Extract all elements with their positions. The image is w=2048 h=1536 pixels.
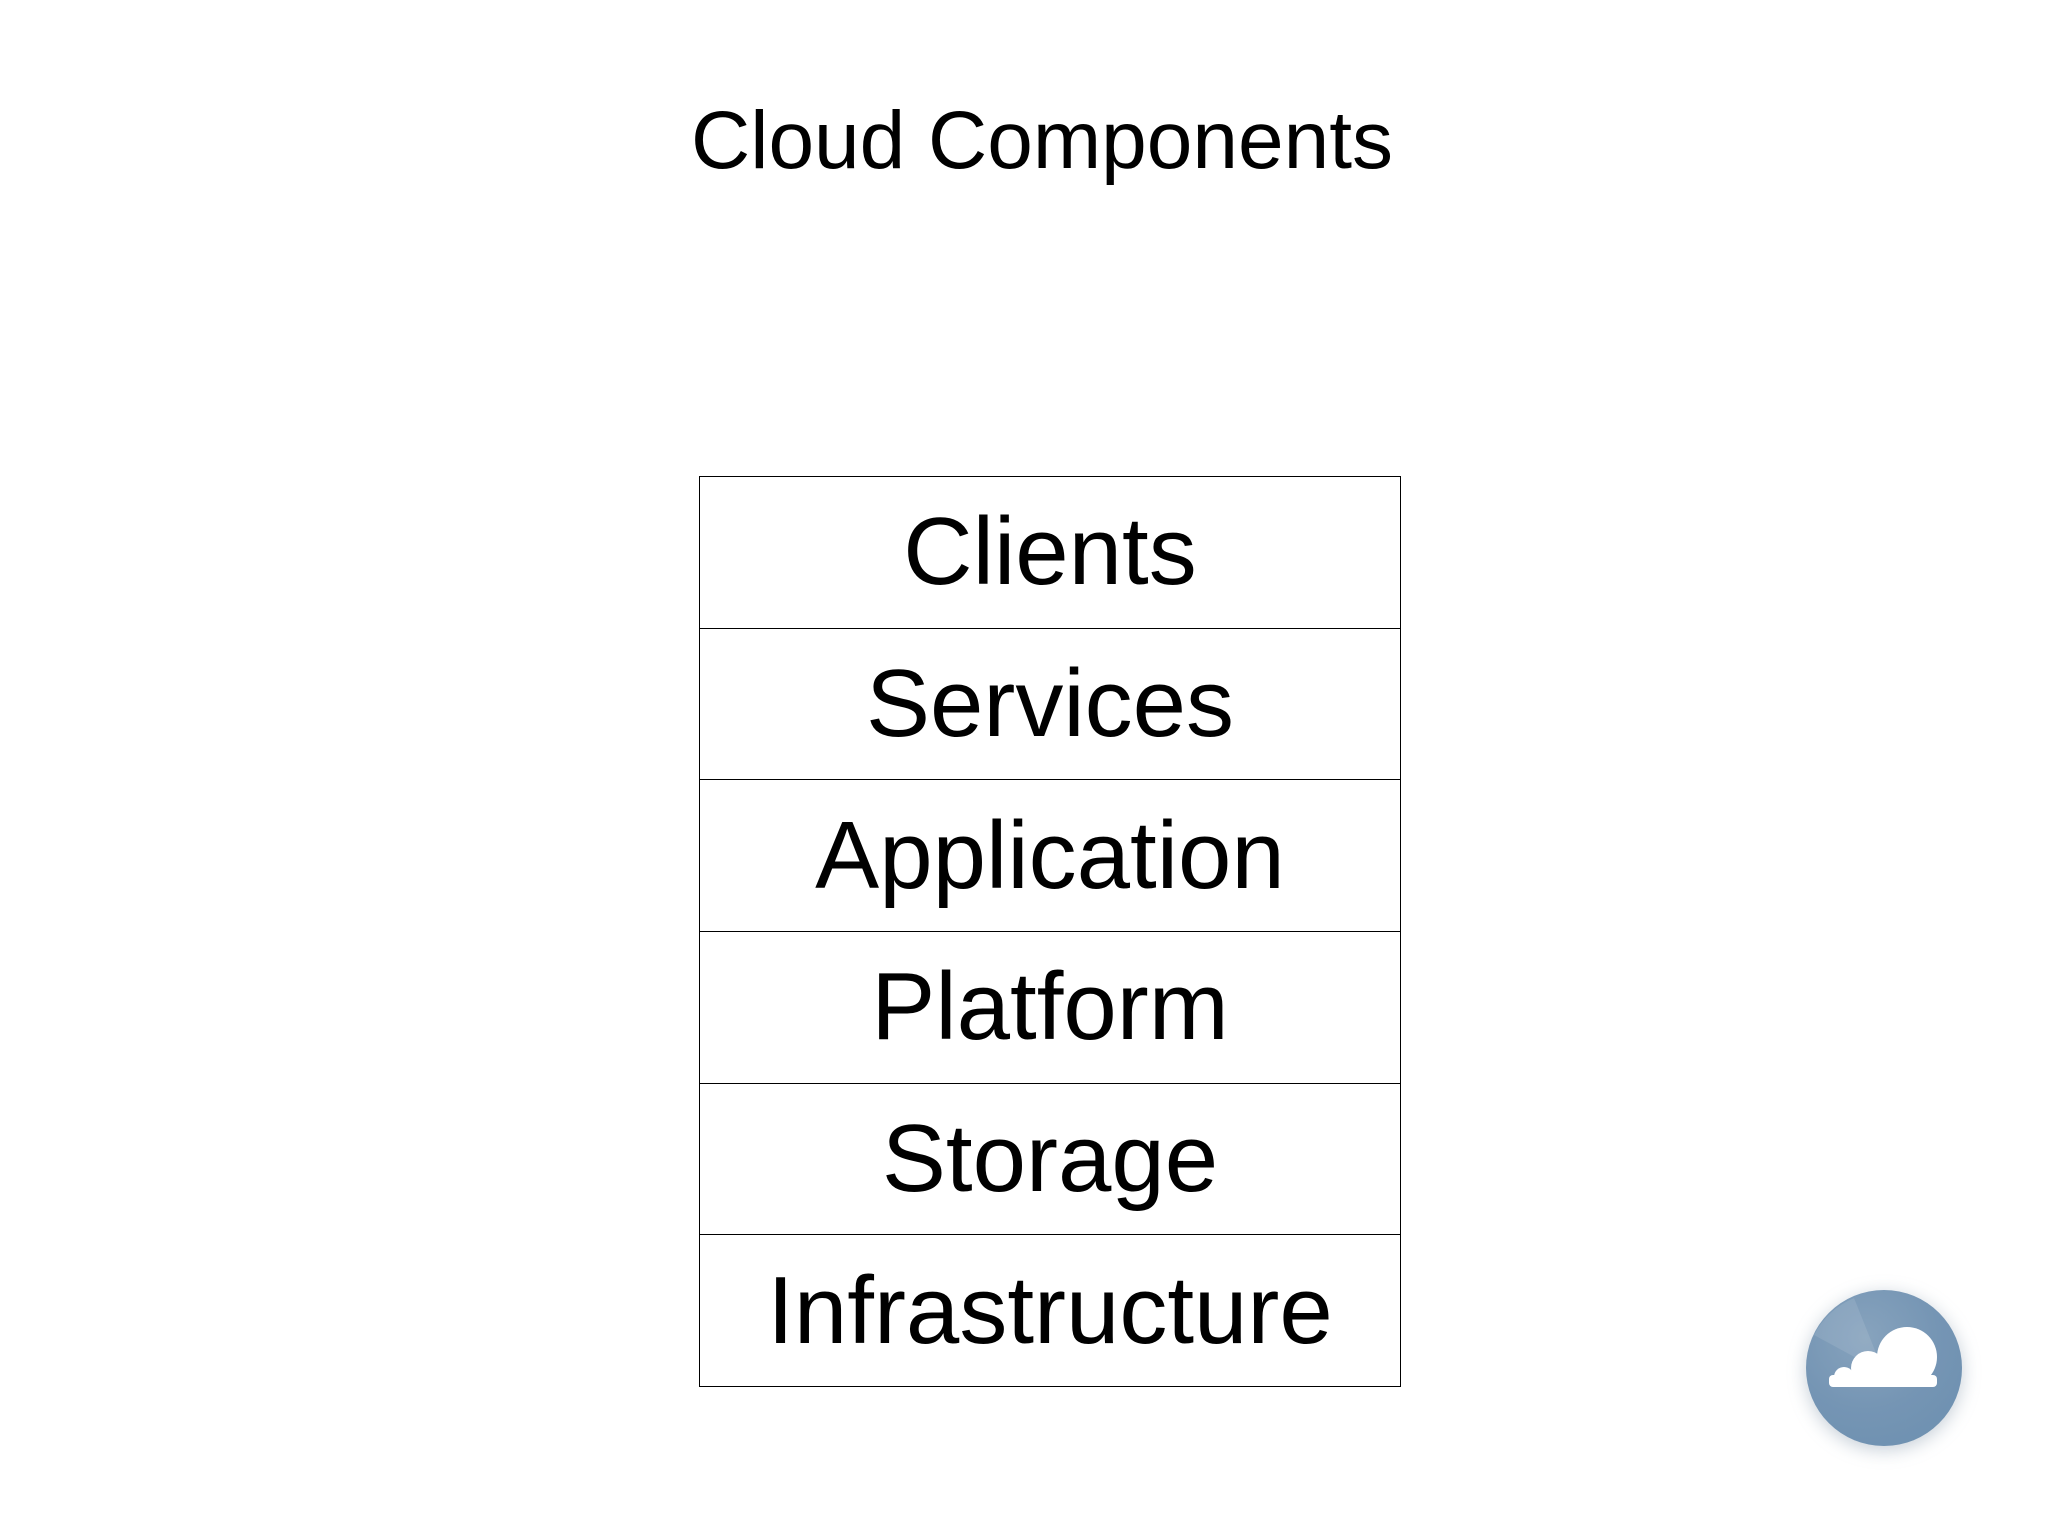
layer-platform: Platform bbox=[700, 931, 1400, 1083]
layer-application: Application bbox=[700, 779, 1400, 931]
diagram-title: Cloud Components bbox=[691, 95, 1393, 186]
layer-infrastructure: Infrastructure bbox=[700, 1234, 1400, 1386]
cloud-icon bbox=[1805, 1289, 1963, 1447]
cloud-components-stack: Clients Services Application Platform St… bbox=[699, 476, 1401, 1387]
layer-services: Services bbox=[700, 627, 1400, 780]
layer-storage: Storage bbox=[700, 1082, 1400, 1235]
layer-clients: Clients bbox=[903, 498, 1197, 606]
cloud-icon-cloud bbox=[1829, 1327, 1937, 1387]
